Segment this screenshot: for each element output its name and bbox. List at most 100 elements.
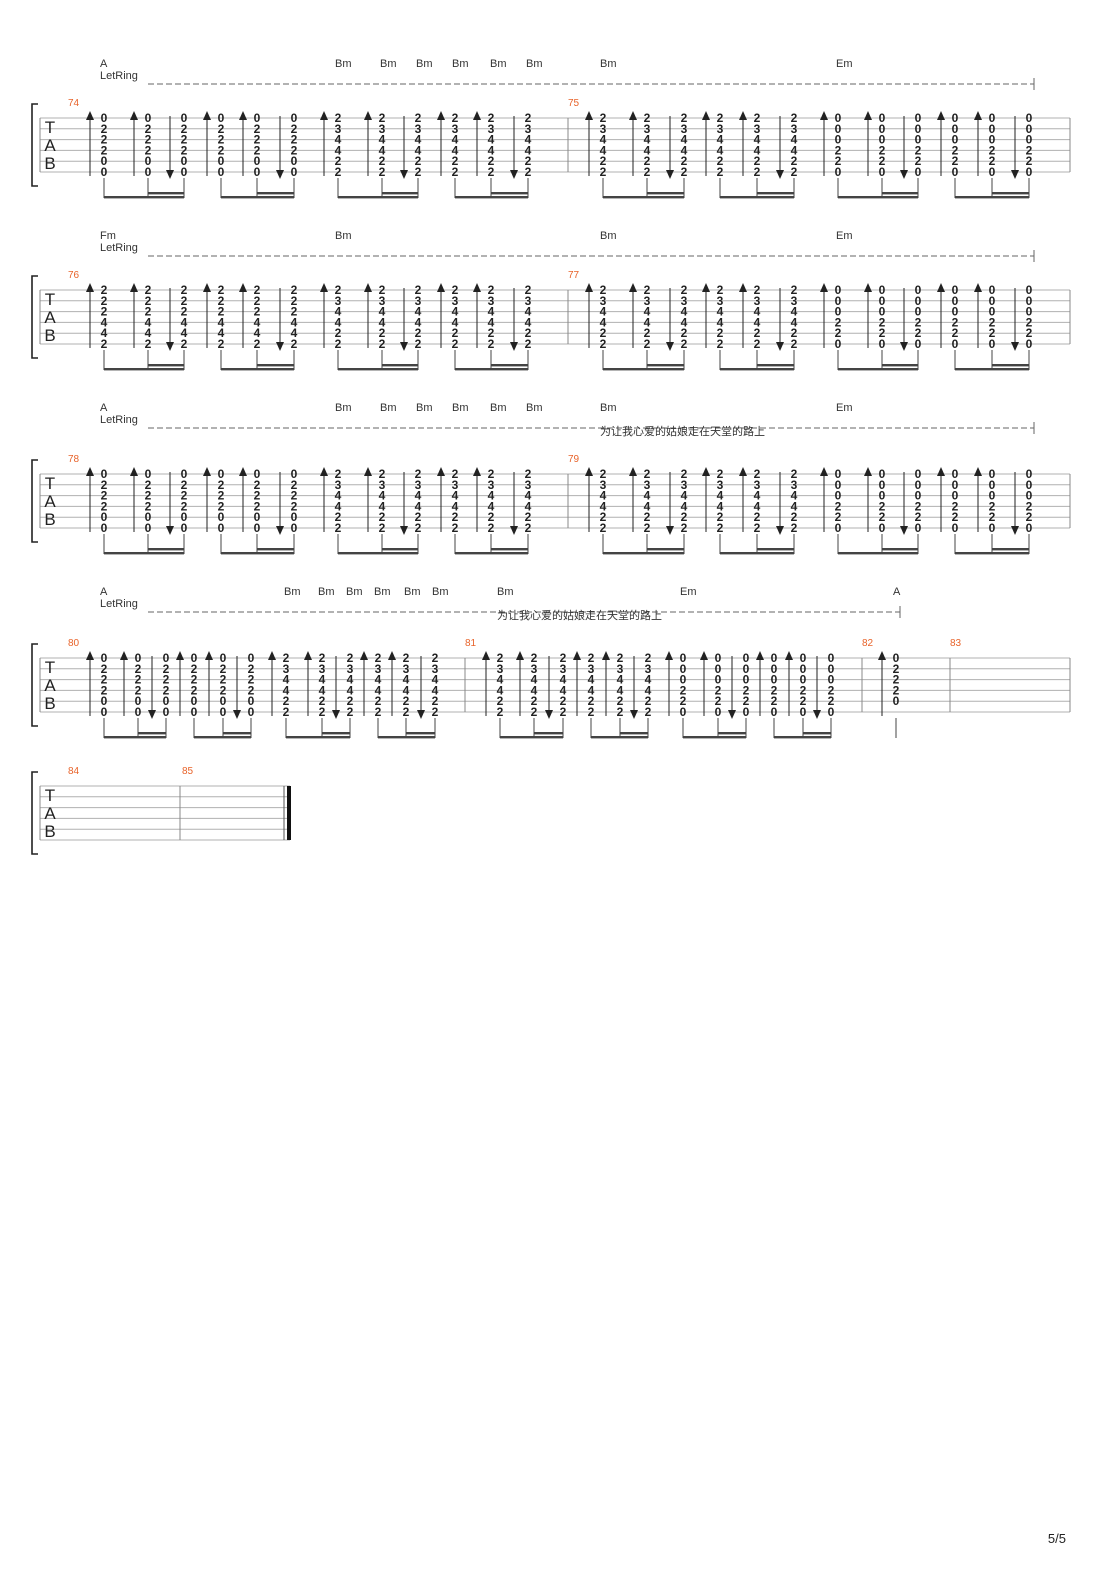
fret-number: 2	[254, 294, 261, 308]
fret-number: 2	[680, 694, 687, 708]
fret-number: 2	[218, 122, 225, 136]
fret-number: 0	[915, 489, 922, 503]
tab-clef-letter: T	[45, 118, 55, 137]
fret-number: 4	[415, 133, 422, 147]
fret-number: 2	[432, 705, 439, 719]
fret-number: 2	[952, 143, 959, 157]
fret-number: 3	[488, 294, 495, 308]
fret-number: 0	[879, 467, 886, 481]
strum-down-head	[813, 710, 821, 719]
fret-number: 2	[101, 305, 108, 319]
fret-number: 2	[347, 651, 354, 665]
fret-number: 2	[617, 651, 624, 665]
lyrics: 为让我心爱的姑娘走在天堂的路上	[497, 608, 662, 622]
fret-number: 0	[248, 705, 255, 719]
fret-number: 0	[952, 478, 959, 492]
fret-number: 2	[101, 143, 108, 157]
fret-number: 2	[915, 510, 922, 524]
strum-up-head	[239, 467, 247, 476]
measure-number: 83	[950, 638, 962, 649]
fret-number: 0	[989, 165, 996, 179]
fret-number: 0	[828, 651, 835, 665]
fret-number: 2	[191, 683, 198, 697]
fret-number: 0	[291, 111, 298, 125]
fret-number: 2	[879, 326, 886, 340]
fret-number: 2	[989, 154, 996, 168]
fret-number: 2	[248, 683, 255, 697]
fret-number: 2	[1026, 499, 1033, 513]
fret-number: 2	[181, 489, 188, 503]
fret-number: 0	[835, 489, 842, 503]
fret-number: 2	[525, 326, 532, 340]
fret-number: 2	[452, 165, 459, 179]
fret-number: 4	[488, 143, 495, 157]
tab-clef-letter: A	[44, 492, 56, 511]
fret-number: 2	[488, 154, 495, 168]
tab-clef-letter: A	[44, 804, 56, 823]
fret-number: 0	[800, 662, 807, 676]
fret-number: 4	[452, 489, 459, 503]
fret-number: 3	[754, 122, 761, 136]
fret-number: 2	[218, 294, 225, 308]
fret-number: 4	[379, 315, 386, 329]
fret-number: 2	[644, 467, 651, 481]
beam-secondary	[491, 192, 528, 195]
fret-number: 3	[681, 478, 688, 492]
fret-number: 2	[254, 122, 261, 136]
fret-number: 4	[588, 683, 595, 697]
beam-secondary	[382, 548, 418, 551]
fret-number: 4	[347, 673, 354, 687]
fret-number: 2	[915, 154, 922, 168]
fret-number: 3	[335, 478, 342, 492]
fret-number: 3	[335, 294, 342, 308]
fret-number: 2	[525, 510, 532, 524]
fret-number: 0	[101, 467, 108, 481]
fret-number: 2	[680, 683, 687, 697]
fret-number: 4	[403, 673, 410, 687]
fret-number: 2	[681, 510, 688, 524]
fret-number: 0	[835, 305, 842, 319]
fret-number: 2	[101, 283, 108, 297]
fret-number: 2	[145, 143, 152, 157]
strum-down-head	[276, 170, 284, 179]
fret-number: 4	[617, 673, 624, 687]
chord-name: Bm	[335, 402, 352, 414]
strum-down-head	[630, 710, 638, 719]
fret-number: 0	[1026, 294, 1033, 308]
fret-number: 3	[600, 294, 607, 308]
chord-name: Em	[680, 586, 697, 598]
fret-number: 0	[989, 133, 996, 147]
fret-number: 2	[415, 326, 422, 340]
fret-number: 3	[403, 662, 410, 676]
fret-number: 4	[525, 499, 532, 513]
strum-down-head	[666, 526, 674, 535]
beam-secondary	[534, 732, 563, 735]
beam	[720, 368, 794, 371]
fret-number: 3	[319, 662, 326, 676]
fret-number: 3	[644, 478, 651, 492]
strum-up-head	[86, 467, 94, 476]
fret-number: 2	[588, 651, 595, 665]
fret-number: 2	[893, 683, 900, 697]
beam	[720, 196, 794, 199]
fret-number: 3	[791, 294, 798, 308]
fret-number: 2	[145, 294, 152, 308]
fret-number: 0	[1026, 133, 1033, 147]
measure-number: 80	[68, 638, 80, 649]
strum-up-head	[205, 651, 213, 660]
fret-number: 2	[560, 694, 567, 708]
fret-number: 2	[291, 478, 298, 492]
fret-number: 0	[715, 673, 722, 687]
fret-number: 2	[835, 154, 842, 168]
chord-name: Bm	[490, 402, 507, 414]
fret-number: 2	[717, 337, 724, 351]
fret-number: 2	[101, 122, 108, 136]
beam	[455, 552, 528, 555]
fret-number: 2	[600, 521, 607, 535]
fret-number: 0	[181, 154, 188, 168]
fret-number: 2	[1026, 143, 1033, 157]
fret-number: 0	[135, 694, 142, 708]
fret-number: 2	[291, 122, 298, 136]
fret-number: 4	[645, 673, 652, 687]
fret-number: 2	[415, 337, 422, 351]
